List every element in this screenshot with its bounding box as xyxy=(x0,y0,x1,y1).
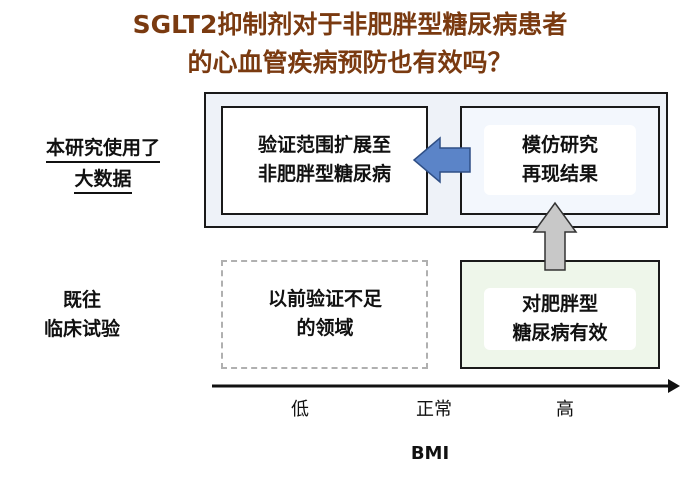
effective-card: 对肥胖型 糖尿病有效 xyxy=(484,288,636,350)
new-area-line-1: 验证范围扩展至 xyxy=(257,134,391,156)
effective-line-1: 对肥胖型 xyxy=(521,293,598,315)
row-label-prior-trials-line-2: 临床试验 xyxy=(43,318,120,340)
axis-tick-normal: 正常 xyxy=(416,399,452,420)
axis-tick-high: 高 xyxy=(556,399,574,420)
new-area-card: 验证范围扩展至 非肥胖型糖尿病 xyxy=(229,125,420,195)
prior-gap-line-1: 以前验证不足 xyxy=(267,288,382,310)
row-label-this-study-line-2: 大数据 xyxy=(74,166,132,194)
title-line-1: SGLT2抑制剂对于非肥胖型糖尿病患者 xyxy=(132,10,568,39)
title-line-2: 的心血管疾病预防也有效吗？ xyxy=(187,48,513,77)
prior-gap-line-2: 的领域 xyxy=(296,317,354,339)
new-area-line-2: 非肥胖型糖尿病 xyxy=(257,163,391,185)
row-label-prior-trials-line-1: 既往 xyxy=(62,289,101,311)
bmi-axis-arrowhead-icon xyxy=(668,379,680,393)
replicate-card: 模仿研究 再现结果 xyxy=(484,125,636,195)
effective-line-2: 糖尿病有效 xyxy=(512,322,608,344)
effective-box: 对肥胖型 糖尿病有效 xyxy=(460,260,660,369)
axis-label-bmi: BMI xyxy=(410,443,450,464)
replicate-line-2: 再现结果 xyxy=(521,163,598,185)
row-label-this-study-line-1: 本研究使用了 xyxy=(45,135,160,163)
row-label-prior-trials: 既往 临床试验 xyxy=(22,286,142,344)
replicate-box: 模仿研究 再现结果 xyxy=(460,106,660,215)
row-label-this-study: 本研究使用了 大数据 xyxy=(22,135,184,197)
replicate-line-1: 模仿研究 xyxy=(521,134,598,156)
new-area-box: 验证范围扩展至 非肥胖型糖尿病 xyxy=(221,106,428,215)
axis-tick-low: 低 xyxy=(291,399,309,420)
prior-gap-card: 以前验证不足 的领域 xyxy=(233,279,417,349)
prior-gap-box: 以前验证不足 的领域 xyxy=(221,260,428,369)
